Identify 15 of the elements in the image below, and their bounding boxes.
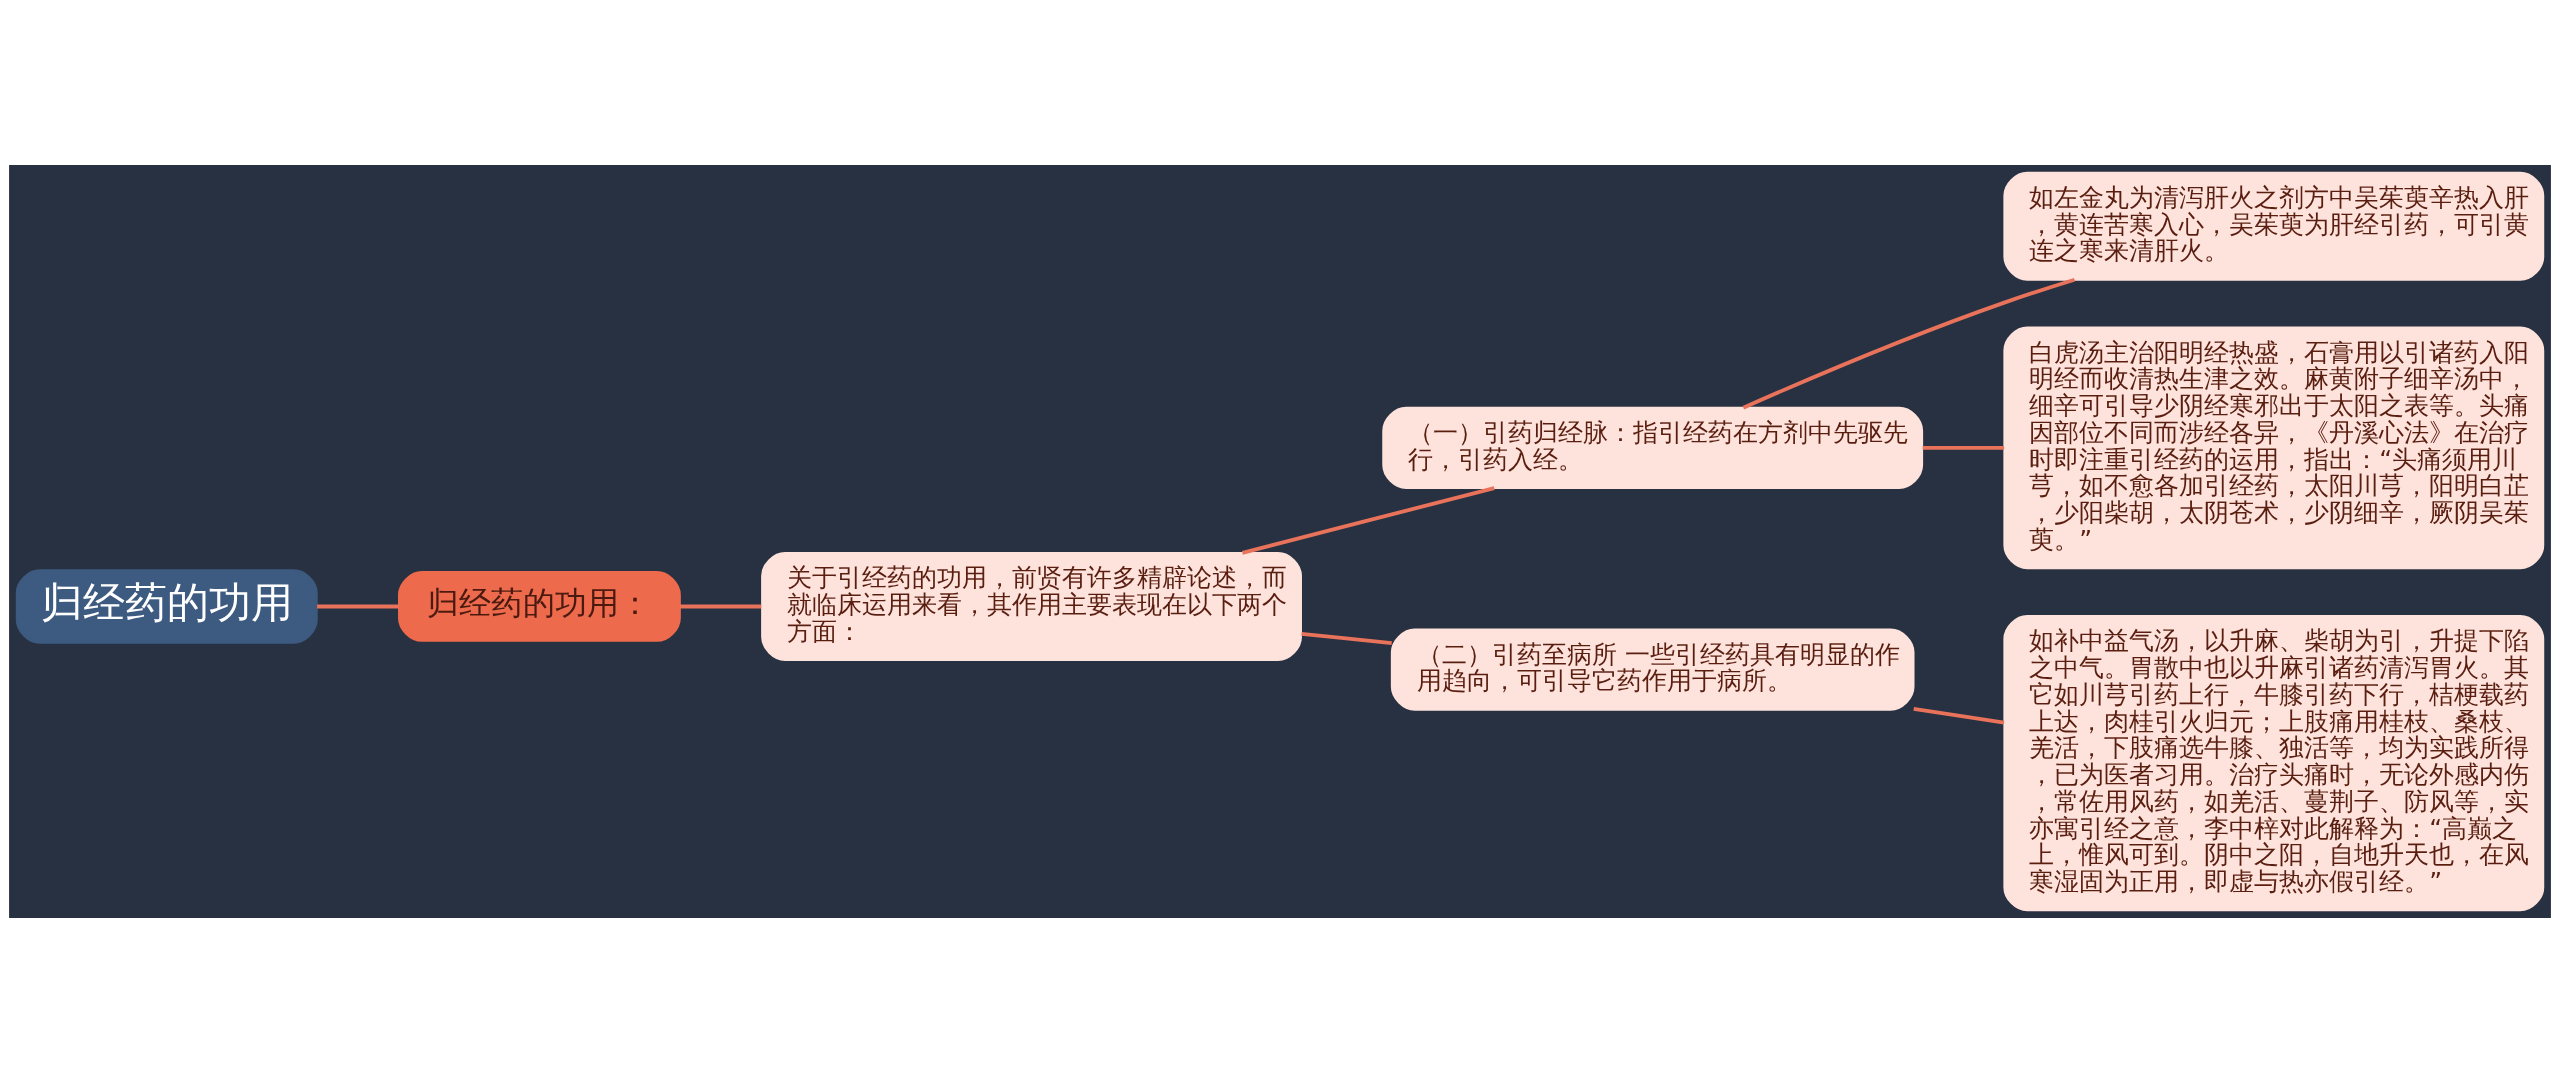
connector (317, 604, 399, 609)
node-box: 如补中益气汤，以升麻、柴胡为引，升提下陷之中气。胃散中也以升麻引诸药清泻胃火。其它如川芎引药上行，牛膝引药下行，桔梗载药上达，肉桂引火归元；上肢痛用桂枝、桑枝、羌活，下肢痛选牛膝、独活等，均为实践所得，已为医者习用。治疗头痛时，无论外感内伤，常佐用风药，如羌活、蔓荆子、防风等，实亦寓引经之意，李中梓对此解释为：“高巅之上，惟风可到。阴中之阳，自地升天也，在风寒湿固为正用，即虚与热亦假引经。” (2003, 615, 2545, 912)
connector (1241, 486, 1495, 555)
node-box: 归经药的功用： (398, 571, 681, 642)
node-box: 关于引经药的功用，前贤有许多精辟论述，而就临床运用来看，其作用主要表现在以下两个方面： (761, 552, 1302, 661)
node-box: （二）引药至病所 一些引经药具有明显的作用趋向，可引导它药作用于病所。 (1390, 628, 1915, 711)
node-box: 归经药的功用 (15, 569, 318, 644)
connector (1301, 631, 1392, 645)
node-box: 白虎汤主治阳明经热盛，石膏用以引诸药入阳明经而收清热生津之效。麻黄附子细辛汤中，细辛可引导少阴经寒邪出于太阳之表等。头痛因部位不同而涉经各异，《丹溪心法》在治疗时即注重引经药的运用，指出：“头痛须用川芎，如不愈各加引经药，太阳川芎，阳明白芷，少阳柴胡，太阴苍术，少阴细辛，厥阴吴茱萸。” (2003, 326, 2545, 570)
connector (1742, 277, 2076, 410)
node-box: （一）引药归经脉：指引经药在方剂中先驱先行，引药入经。 (1382, 406, 1924, 489)
connector (1922, 445, 2005, 450)
connector (679, 604, 762, 609)
node-box: 如左金丸为清泻肝火之剂方中吴茱萸辛热入肝，黄连苦寒入心，吴茱萸为肝经引药，可引黄连之寒来清肝火。 (2003, 171, 2545, 281)
connector (1913, 706, 2005, 725)
